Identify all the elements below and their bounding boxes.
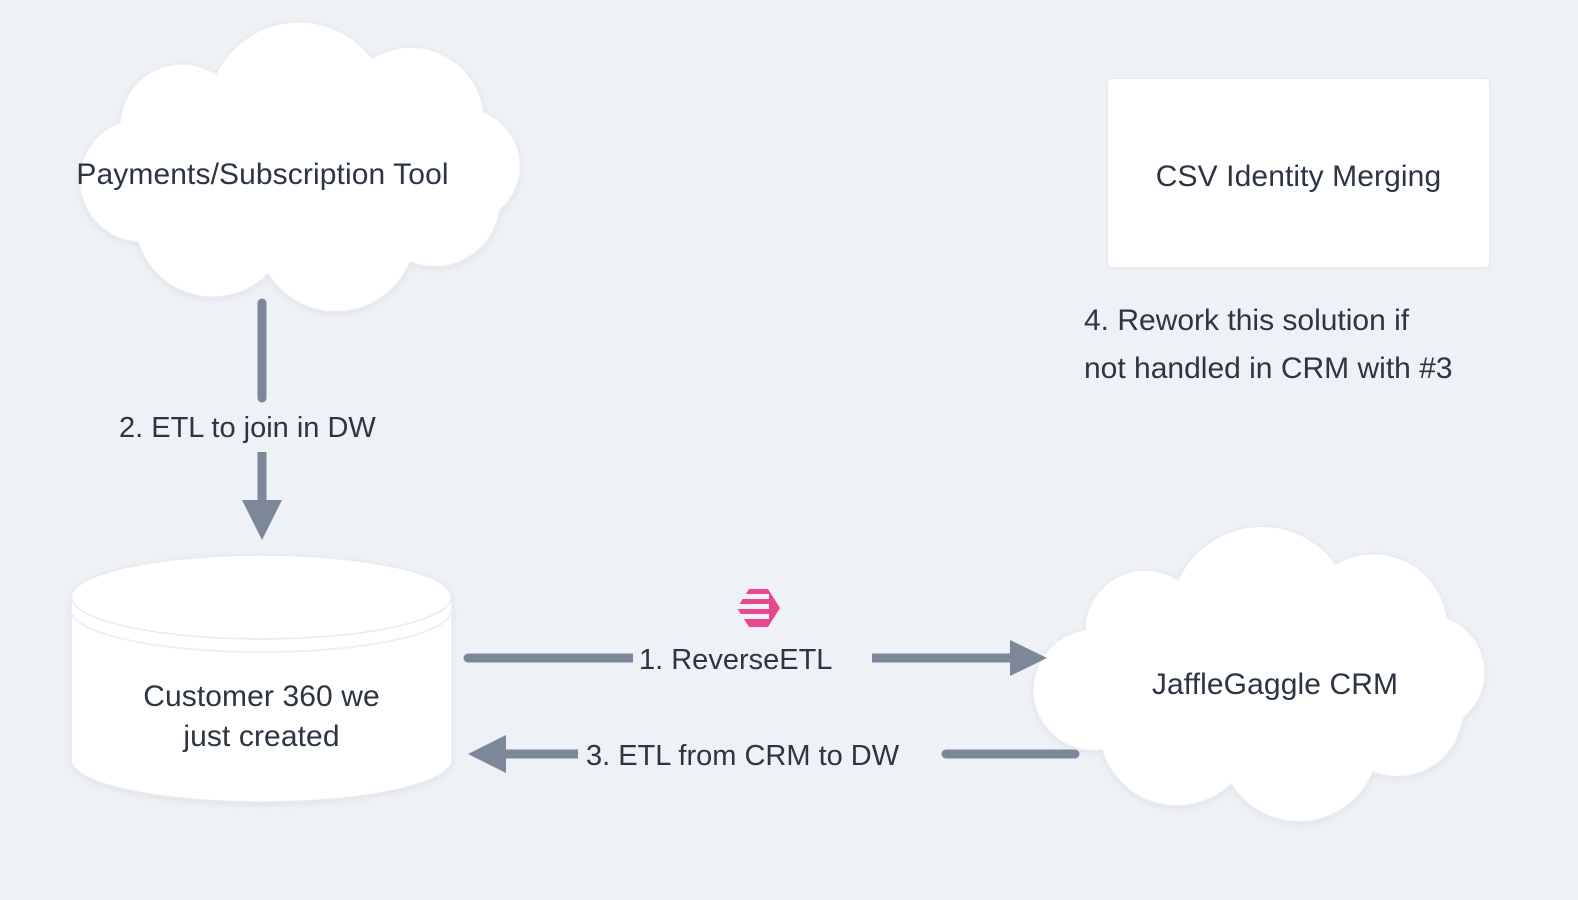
node-jafflegaggle-crm-shape[interactable] <box>1032 525 1486 823</box>
rework-note-text: 4. Rework this solution if not handled i… <box>1084 304 1453 385</box>
edge-etl-from-crm-arrow[interactable] <box>468 735 1080 773</box>
node-customer-360-shape[interactable] <box>70 554 453 803</box>
edge-etl-join-dw-label: 2. ETL to join in DW <box>113 405 382 452</box>
hightouch-logo-icon <box>735 586 783 630</box>
node-csv-identity-merging-shape[interactable] <box>1107 78 1490 268</box>
node-payments-tool-shape[interactable] <box>78 21 522 313</box>
edge-etl-join-dw-arrow[interactable] <box>242 298 282 540</box>
edge-reverse-etl-label: 1. ReverseETL <box>633 641 839 680</box>
cylinder-inner-curve <box>70 609 453 654</box>
edge-reverse-etl-arrow[interactable] <box>463 640 1047 676</box>
edge-etl-from-crm-label: 3. ETL from CRM to DW <box>580 737 906 776</box>
